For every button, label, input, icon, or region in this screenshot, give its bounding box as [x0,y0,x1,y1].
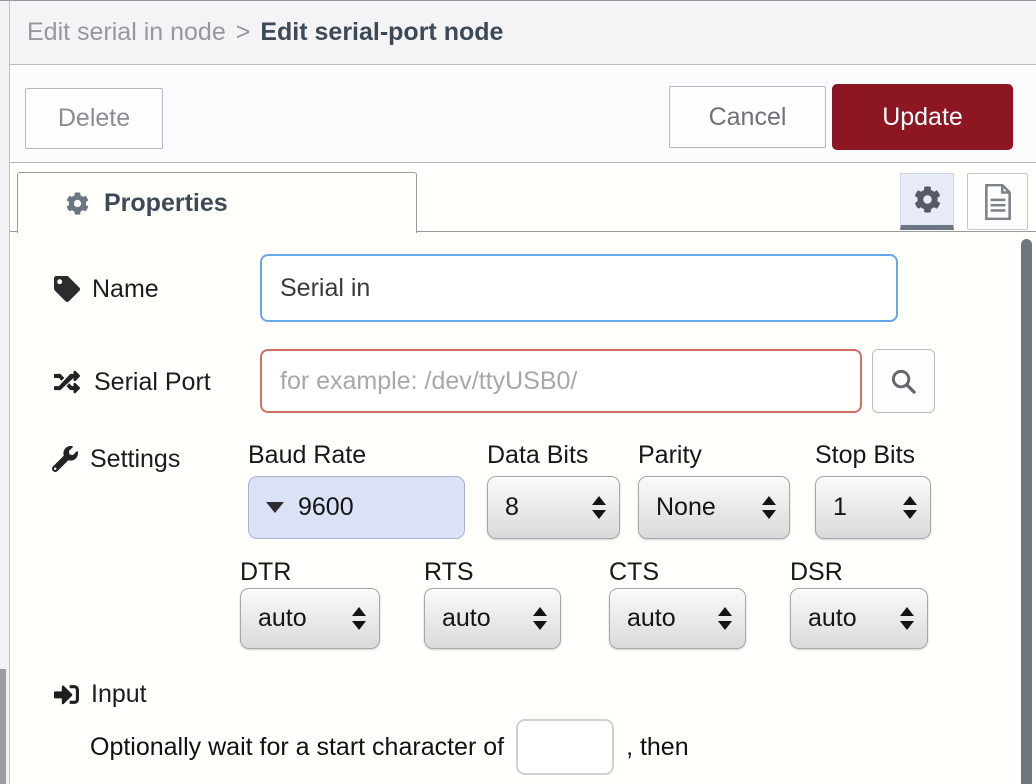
gear-icon [914,186,940,213]
start-character-input[interactable] [516,719,615,775]
name-label-text: Name [92,274,159,303]
stepper-arrows-icon [533,607,547,630]
dsr-label: DSR [790,558,843,586]
settings-label-text: Settings [90,444,181,473]
wrench-icon [52,446,78,472]
baud-rate-select[interactable]: 9600 [248,476,465,539]
breadcrumb-parent-link[interactable]: Edit serial in node [27,18,226,46]
start-character-row: Optionally wait for a start character of… [90,719,689,775]
name-input[interactable] [260,254,898,322]
parity-select[interactable]: None [638,476,790,539]
vertical-scrollbar[interactable] [1021,239,1032,784]
baud-rate-label: Baud Rate [248,441,367,469]
cts-value: auto [627,604,676,632]
stepper-arrows-icon [592,496,606,519]
stop-bits-value: 1 [833,493,847,521]
tab-properties[interactable]: Properties [17,172,417,233]
left-scrollbar-fragment[interactable] [0,669,6,784]
dialog-button-bar: Delete Cancel Update [10,66,1036,163]
cancel-button[interactable]: Cancel [669,86,826,148]
delete-button[interactable]: Delete [25,88,163,149]
breadcrumb-current: Edit serial-port node [260,18,504,46]
data-bits-value: 8 [505,493,519,521]
stop-bits-label: Stop Bits [815,441,916,469]
wait-text-after: , then [626,732,689,761]
serial-port-input[interactable] [260,349,862,413]
baud-rate-value: 9600 [298,493,354,521]
caret-down-icon [266,502,284,513]
tag-icon [54,276,80,302]
cts-label: CTS [609,558,659,586]
stepper-arrows-icon [900,607,914,630]
dialog-breadcrumb-header: Edit serial in node > Edit serial-port n… [10,1,1036,65]
stepper-arrows-icon [718,607,732,630]
wait-text-before: Optionally wait for a start character of [90,732,505,761]
cog-icon [66,191,89,215]
serial-port-field-label: Serial Port [52,365,211,399]
parity-label: Parity [638,441,702,469]
stepper-arrows-icon [762,496,776,519]
port-search-button[interactable] [872,349,935,413]
node-settings-button[interactable] [900,173,954,230]
rts-value: auto [442,604,491,632]
input-label-text: Input [91,679,147,708]
search-icon [891,369,916,394]
name-field-label: Name [54,272,159,306]
parity-value: None [656,493,716,521]
sign-in-icon [54,682,79,707]
data-bits-select[interactable]: 8 [487,476,620,539]
tab-properties-label: Properties [104,188,228,217]
dtr-value: auto [258,604,307,632]
rts-label: RTS [424,558,474,586]
editor-tab-bar: Properties [10,164,1036,233]
properties-form: Name Serial Port Settings Baud Rate Data… [10,232,1036,784]
data-bits-label: Data Bits [487,441,589,469]
stepper-arrows-icon [903,496,917,519]
breadcrumb-separator: > [235,18,251,46]
dtr-label: DTR [240,558,292,586]
dsr-value: auto [808,604,857,632]
settings-field-label: Settings [52,442,180,476]
left-edge-panel [0,1,10,784]
input-section-label: Input [54,677,147,711]
stop-bits-select[interactable]: 1 [815,476,931,539]
shuffle-icon [52,369,82,395]
dsr-select[interactable]: auto [790,588,928,649]
document-icon [984,183,1011,220]
cts-select[interactable]: auto [609,588,746,649]
dtr-select[interactable]: auto [240,588,380,649]
serial-port-label-text: Serial Port [94,367,211,396]
node-description-button[interactable] [967,173,1028,230]
rts-select[interactable]: auto [424,588,561,649]
update-button[interactable]: Update [832,84,1013,150]
stepper-arrows-icon [352,607,366,630]
